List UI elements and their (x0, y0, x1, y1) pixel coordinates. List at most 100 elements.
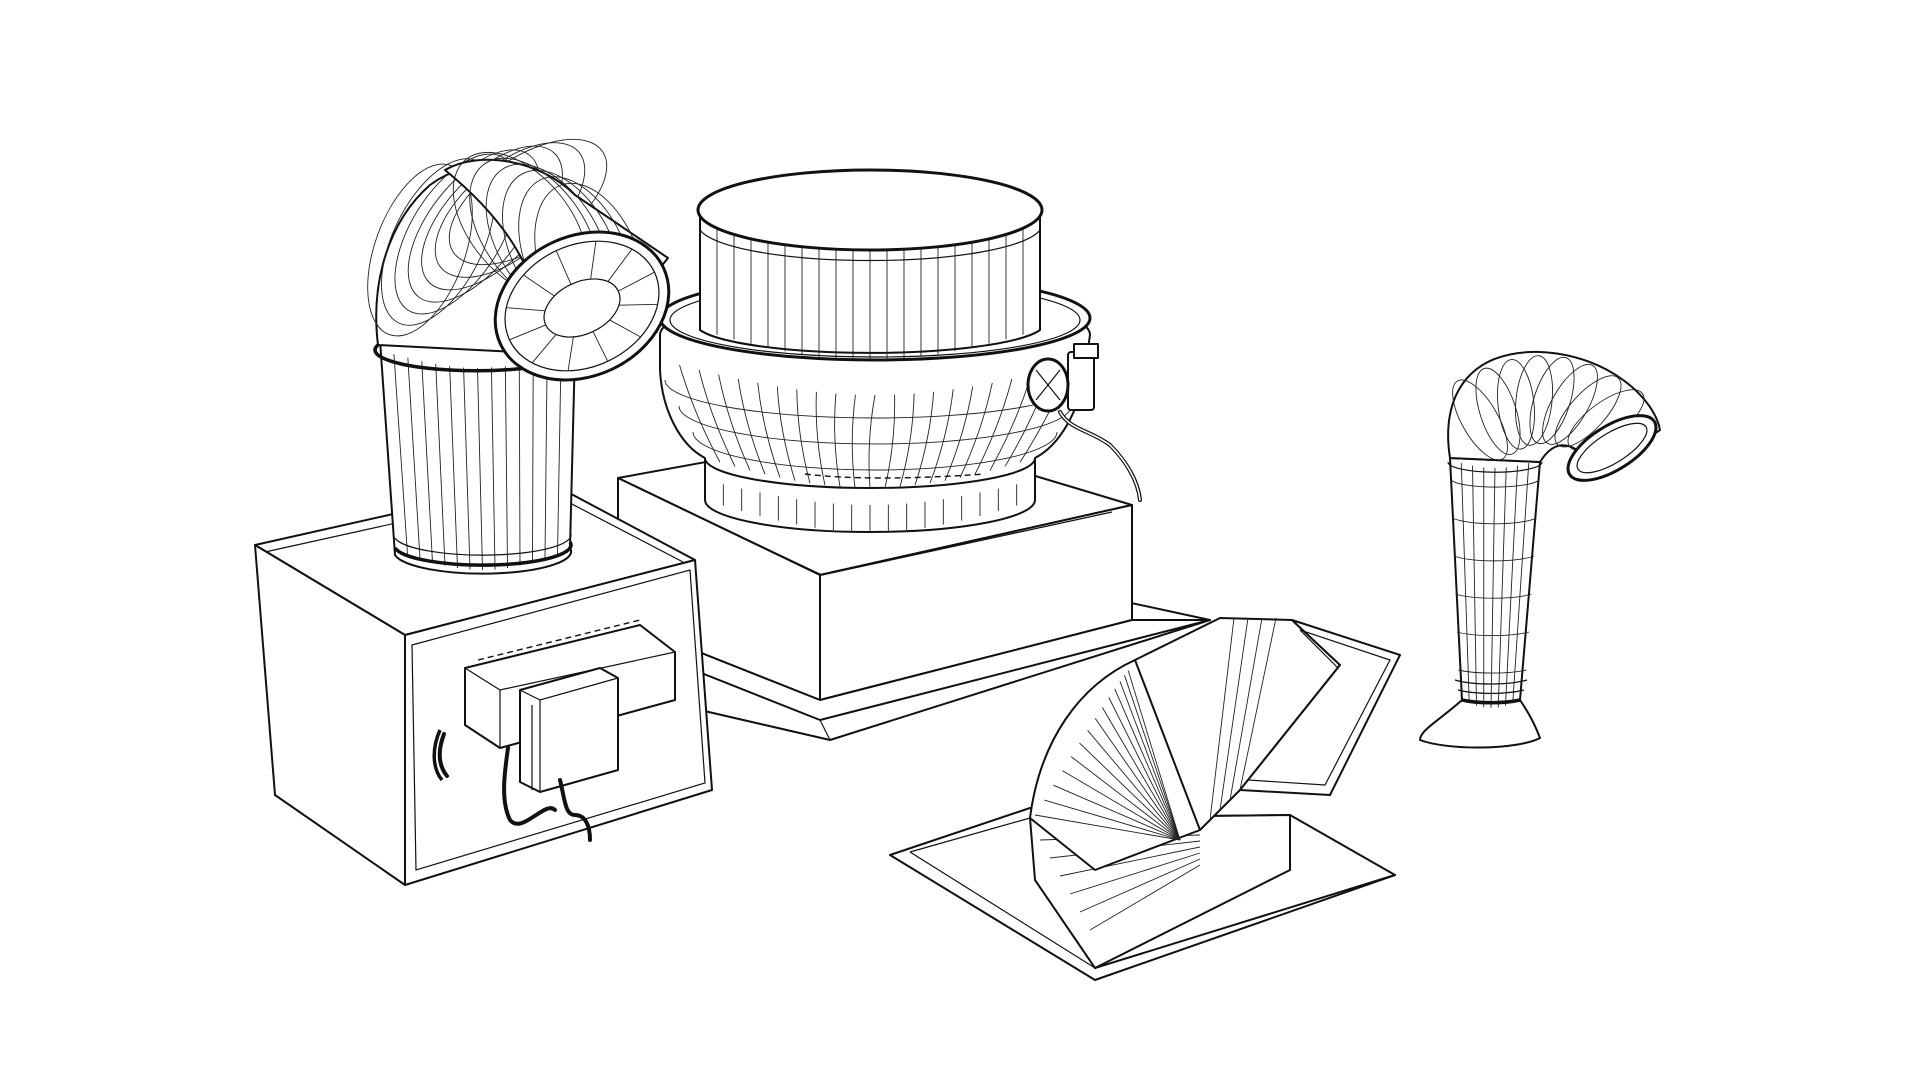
bowl-mesh-line (929, 389, 954, 484)
hood-fan-line (1079, 742, 1181, 841)
actuator-cable-b (558, 778, 592, 842)
duct-mesh-line (532, 361, 534, 563)
hood-base-line (1069, 852, 1201, 895)
duct-mesh-line (393, 353, 408, 555)
bowl-mesh-line (815, 391, 826, 486)
vent-bottom-band-2 (1457, 689, 1525, 694)
curved-duct-elbow (367, 138, 671, 575)
vent-bend-ring (1515, 355, 1553, 446)
duct-mesh-line (544, 357, 548, 559)
fan-disconnect-switch (1026, 343, 1099, 413)
mouth-mesh-line (555, 250, 572, 285)
mouth-mesh-line (607, 248, 633, 282)
hood-fan-line (1044, 799, 1181, 841)
vent-bend-ring (1497, 359, 1535, 450)
vent-mesh-line (1505, 465, 1518, 706)
vent-top-band (1447, 461, 1543, 473)
hood-fan-line (1053, 784, 1181, 841)
j-shaped-exhaust-vent (1419, 350, 1661, 749)
actuator-cable-a (502, 746, 557, 826)
mouth-mesh-line (523, 274, 555, 297)
bowl-ring-line (678, 405, 1072, 445)
vent-mesh-line (1497, 467, 1507, 708)
bowl-mesh-line (718, 374, 751, 471)
hood-fan-line (1101, 707, 1181, 841)
vent-bend-ring (1554, 375, 1622, 448)
elbow-mouth-rim (493, 230, 671, 382)
hood-fan-line (1094, 718, 1181, 841)
hood-base-line (1089, 864, 1201, 931)
cabinet-access-panel (411, 569, 706, 871)
duct-bottom-band-2 (394, 531, 572, 556)
bowl-mesh-line (851, 394, 856, 488)
hood-box-line (1239, 617, 1277, 791)
vent-bottom-band-3 (1454, 679, 1528, 685)
bowl-ring-line (692, 431, 1058, 471)
hood-fan-line (1108, 697, 1181, 841)
vent-ring-line (1455, 593, 1532, 599)
bowl-mesh-line (698, 369, 736, 467)
vent-mesh-line (1512, 463, 1530, 704)
vent-ring-line (1453, 555, 1535, 562)
duct-mesh-line (518, 364, 521, 566)
duct-vertical-section (379, 339, 576, 575)
bowl-mesh-line (959, 382, 993, 478)
vent-ring-line (1452, 517, 1537, 525)
mouth-mesh-line (590, 241, 597, 280)
gooseneck-roof-hood (889, 617, 1401, 981)
duct-mesh-line (421, 361, 433, 563)
mouth-mesh-line (618, 271, 655, 292)
duct-mesh-line (407, 357, 421, 559)
duct-mesh-line (490, 367, 496, 570)
bowl-mesh-line (868, 394, 876, 489)
hood-box-line (1209, 617, 1235, 821)
knob-mark-b (1035, 369, 1061, 401)
hood-fan-line (1070, 756, 1181, 841)
curb-corner (819, 719, 831, 741)
duct-mesh-line (504, 366, 508, 569)
mouth-mesh-line (609, 319, 641, 338)
hood-box-line (1219, 617, 1249, 811)
bowl-mesh-line (776, 386, 796, 481)
vent-mesh-line (1490, 467, 1496, 709)
hood-fan-line (1127, 670, 1181, 841)
inline-duct-fan-cabinet (254, 479, 713, 886)
hood-fan-line (1114, 688, 1181, 841)
bowl-mesh-line (737, 378, 766, 475)
vent-ring-line (1456, 631, 1530, 637)
bowl-mesh-line (974, 378, 1013, 475)
bowl-mesh-line (679, 364, 721, 463)
fan-seam-dash (804, 473, 986, 479)
hood-fan-line (1062, 770, 1181, 841)
bowl-mesh-line (757, 382, 781, 478)
mouth-mesh-line (618, 303, 658, 306)
vent-bottom-band (1461, 698, 1521, 705)
hood-box-line (1229, 617, 1263, 801)
hood-outlet-rim (1246, 629, 1391, 786)
damper-serration (477, 619, 641, 661)
switch-top (1073, 343, 1099, 359)
hood-fan-line (1087, 730, 1181, 841)
curb-top-inset (635, 486, 1113, 576)
vent-bend-ring (1452, 379, 1508, 461)
duct-mesh-line (463, 367, 471, 570)
fan-cable-core (1059, 411, 1141, 501)
hood-fan-line (1034, 814, 1181, 841)
hood-outlet-mouth (1239, 619, 1401, 796)
vent-outlet-inner (1576, 422, 1648, 474)
fan-top-cap (696, 168, 1044, 252)
duct-mesh-line (557, 353, 562, 555)
mouth-mesh-line (592, 331, 609, 362)
bowl-mesh-line (914, 391, 935, 486)
vent-pipe (1419, 457, 1541, 749)
cabinet-handle-grip (437, 732, 449, 778)
hood-fan-line (1124, 675, 1181, 841)
duct-mesh-line (449, 366, 458, 569)
mouth-mesh-line (506, 307, 546, 312)
vent-outlet-rim (1566, 414, 1658, 482)
rooftop-exhaust-fan (658, 168, 1142, 533)
mouth-mesh-line (531, 334, 557, 364)
duct-mesh-line (477, 367, 483, 571)
